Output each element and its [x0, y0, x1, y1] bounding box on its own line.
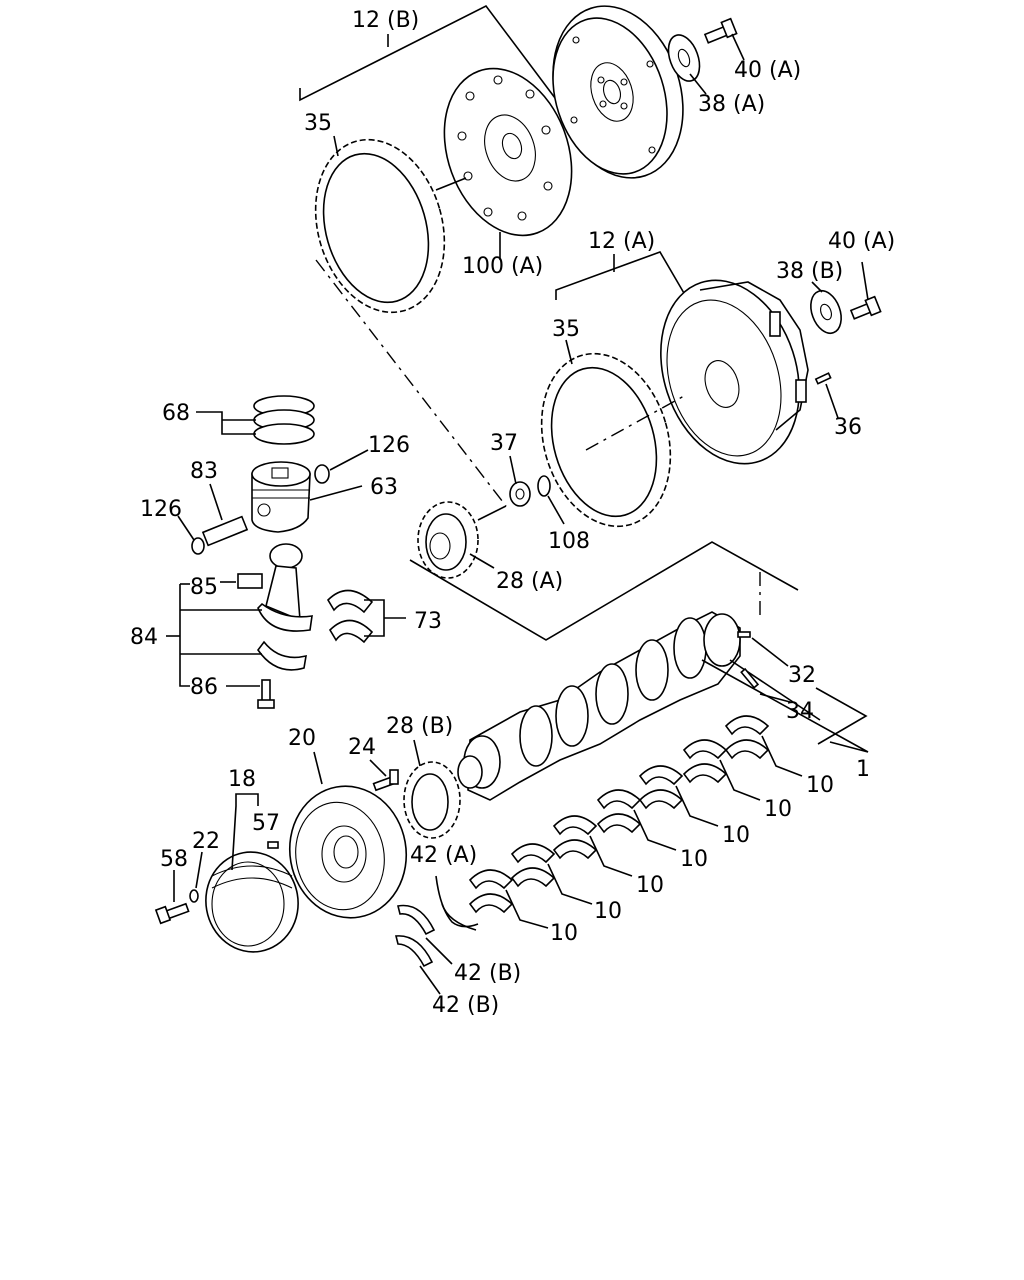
connecting-rod-84-part [257, 543, 313, 671]
bolt-40a-top-part [703, 17, 745, 61]
bearing-10-2 [510, 843, 593, 905]
plate-38b-part [810, 281, 842, 335]
bearing-73-part [326, 589, 406, 644]
drive-plate-100a-part [443, 67, 573, 260]
bolt-58-part [154, 870, 190, 925]
crankshaft-1-part [457, 611, 869, 801]
ring-gear-35-top-part [314, 135, 446, 314]
part-labels: 12 (B) 40 (A) 38 (A) 35 100 (A) 12 (A) 4… [130, 8, 895, 1018]
label-37: 37 [490, 431, 518, 456]
pin-34-part [740, 667, 791, 703]
label-42b-2: 42 (B) [432, 993, 499, 1018]
key-57-part [267, 841, 279, 849]
bearing-10-4 [596, 789, 677, 851]
label-85: 85 [190, 575, 218, 600]
label-126-top: 126 [368, 433, 410, 458]
label-58: 58 [160, 847, 188, 872]
label-36: 36 [834, 415, 862, 440]
plate-38a-part [667, 34, 707, 95]
label-24: 24 [348, 735, 376, 760]
label-12b: 12 (B) [352, 8, 419, 33]
piston-pin-83-part [201, 483, 249, 547]
label-28a: 28 (A) [496, 569, 563, 594]
thrust-washer-42a-part [435, 875, 479, 931]
bearing-10-5 [638, 765, 719, 827]
label-34: 34 [786, 699, 814, 724]
label-32: 32 [788, 663, 816, 688]
label-86: 86 [190, 675, 218, 700]
bolt-40a-right-part [849, 261, 882, 320]
bolt-24-part [369, 759, 399, 792]
label-1: 1 [856, 757, 870, 782]
label-10-3: 10 [636, 873, 664, 898]
label-22: 22 [192, 829, 220, 854]
ring-108-part [537, 475, 565, 525]
label-126-left: 126 [140, 497, 182, 522]
gear-28a-part [417, 501, 507, 579]
flywheel-12b-assembly [299, 4, 745, 314]
bearing-10-7 [724, 715, 803, 777]
label-42a: 42 (A) [410, 843, 477, 868]
washer-22-part [189, 851, 203, 903]
flywheel-12a-housing-part [660, 279, 809, 465]
bolt-86-part [226, 679, 275, 709]
bearing-10-3 [552, 815, 633, 877]
label-10-7: 10 [806, 773, 834, 798]
label-35-top: 35 [304, 111, 332, 136]
label-40a-top: 40 (A) [734, 58, 801, 83]
label-68: 68 [162, 401, 190, 426]
piston-rings-68-part [196, 395, 315, 445]
collar-37-part [509, 455, 531, 507]
label-38a: 38 (A) [698, 92, 765, 117]
damper-18-part [205, 793, 299, 953]
label-28b: 28 (B) [386, 714, 453, 739]
bearing-10-6 [682, 739, 761, 801]
label-73: 73 [414, 609, 442, 634]
label-100a: 100 (A) [462, 254, 543, 279]
label-84: 84 [130, 625, 158, 650]
thrust-washer-42b-part [394, 904, 453, 995]
bearing-10-1 [468, 869, 549, 929]
label-10-5: 10 [722, 823, 750, 848]
label-18: 18 [228, 767, 256, 792]
label-42b-1: 42 (B) [454, 961, 521, 986]
label-10-6: 10 [764, 797, 792, 822]
label-40a-right: 40 (A) [828, 229, 895, 254]
flywheel-housing-part [552, 5, 684, 179]
piston-63-part [251, 461, 363, 533]
bushing-85-part [220, 573, 263, 589]
label-35-mid: 35 [552, 317, 580, 342]
gear-28a-assembly [417, 455, 565, 579]
label-10-2: 10 [594, 899, 622, 924]
main-bearings-10 [468, 715, 803, 929]
label-63: 63 [370, 475, 398, 500]
label-10-4: 10 [680, 847, 708, 872]
label-57: 57 [252, 811, 280, 836]
piston-assembly [166, 395, 406, 709]
crank-pulley-20-part [288, 751, 408, 919]
ring-gear-35-mid-part [540, 339, 672, 528]
label-10-1: 10 [550, 921, 578, 946]
snap-ring-126-left-part [177, 515, 205, 555]
pin-32-part [737, 631, 789, 667]
flywheel-12a-assembly [540, 251, 882, 528]
label-38b: 38 (B) [776, 259, 843, 284]
snap-ring-126-top-part [314, 449, 369, 484]
label-108: 108 [548, 529, 590, 554]
label-12a: 12 (A) [588, 229, 655, 254]
gear-28b-part [403, 739, 461, 839]
guide-lines [315, 259, 799, 641]
label-83: 83 [190, 459, 218, 484]
pin-36-part [814, 372, 839, 419]
label-20: 20 [288, 726, 316, 751]
